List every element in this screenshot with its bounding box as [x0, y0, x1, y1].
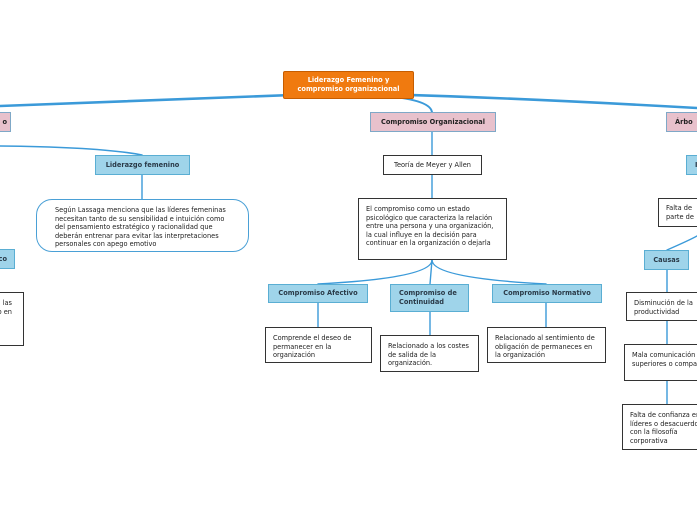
- subtopic-right-partial[interactable]: I: [686, 155, 697, 175]
- definition-compromiso[interactable]: El compromiso como un estado psicológico…: [358, 198, 507, 260]
- desc-compromiso-normativo[interactable]: Relacionado al sentimiento de obligación…: [487, 327, 606, 363]
- main-topic-right[interactable]: Árbo: [666, 112, 697, 132]
- connector-definition-normativo: [431, 259, 547, 285]
- main-topic-left[interactable]: o: [0, 112, 11, 132]
- main-topic-compromiso-organizacional[interactable]: Compromiso Organizacional: [370, 112, 496, 132]
- connector-root-left: [0, 92, 320, 108]
- connector-root-right: [378, 92, 697, 110]
- desc-compromiso-afectivo[interactable]: Comprende el deseo de permanecer en la o…: [265, 327, 372, 363]
- subtopic-left-partial[interactable]: co: [0, 249, 15, 269]
- type-compromiso-normativo[interactable]: Compromiso Normativo: [492, 284, 602, 303]
- cause-productividad[interactable]: Disminución de la productividad: [626, 292, 697, 321]
- connector-right-note: [666, 235, 697, 251]
- connector-definition-afectivo: [317, 259, 433, 285]
- type-compromiso-continuidad[interactable]: Compromiso de Continuidad: [390, 284, 469, 312]
- desc-compromiso-continuidad[interactable]: Relacionado a los costes de salida de la…: [380, 335, 479, 372]
- note-lassaga[interactable]: Según Lassaga menciona que las líderes f…: [36, 199, 249, 252]
- theory-meyer-allen[interactable]: Teoría de Meyer y Allen: [383, 155, 482, 175]
- type-compromiso-afectivo[interactable]: Compromiso Afectivo: [268, 284, 368, 303]
- note-right-partial[interactable]: Falta de parte de: [658, 198, 697, 227]
- cause-confianza[interactable]: Falta de confianza en los líderes o desa…: [622, 404, 697, 450]
- note-left-partial[interactable]: las o en: [0, 292, 24, 346]
- connector-left-subtopic: [0, 145, 143, 156]
- subtopic-liderazgo-femenino[interactable]: Liderazgo femenino: [95, 155, 190, 175]
- connector-definition-continuidad: [429, 259, 433, 285]
- causas-label[interactable]: Causas: [644, 250, 689, 270]
- root-topic[interactable]: Liderazgo Femenino y compromiso organiza…: [283, 71, 414, 99]
- cause-comunicacion[interactable]: Mala comunicación con superiores o compa…: [624, 344, 697, 381]
